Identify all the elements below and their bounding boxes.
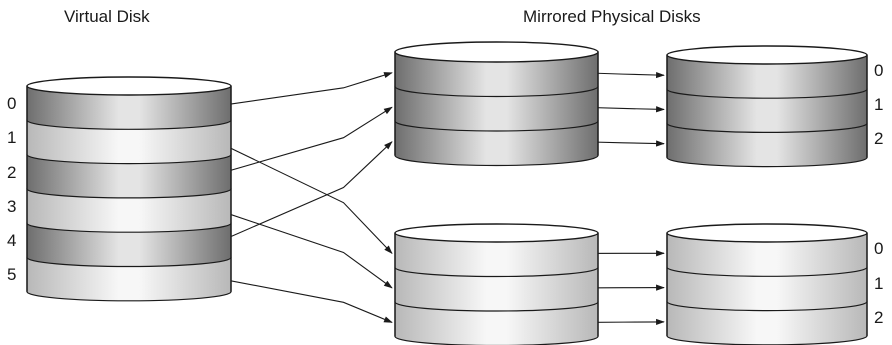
disk-stripe-band xyxy=(26,222,232,268)
mirrored-disks-title: Mirrored Physical Disks xyxy=(523,7,701,26)
disk-top-surface xyxy=(394,41,599,63)
virtual-disk-cylinder xyxy=(26,76,232,302)
bottom-mirror-stripe-label: 1 xyxy=(874,274,883,293)
disk-stripe-band xyxy=(394,85,599,132)
mapping-arrow xyxy=(214,208,393,289)
bottom-mirror-stripe-label: 2 xyxy=(874,308,883,327)
virtual-stripe-label: 0 xyxy=(7,94,16,113)
virtual-stripe-label: 4 xyxy=(7,231,16,250)
mapping-arrow xyxy=(214,72,393,107)
disk-top-surface xyxy=(666,223,868,243)
virtual-stripe-label: 1 xyxy=(7,128,16,147)
disk-top-surface xyxy=(666,45,868,65)
bottom-mirror-disk xyxy=(666,223,868,345)
disk-stripe-band xyxy=(666,122,868,168)
disk-stripe-band xyxy=(394,232,599,278)
disk-stripe-band xyxy=(26,256,232,302)
virtual-stripe-label: 2 xyxy=(7,163,16,182)
disk-stripe-band xyxy=(26,154,232,199)
top-mirror-stripe-label: 0 xyxy=(874,61,883,80)
mapping-arrow xyxy=(214,106,393,176)
disk-stripe-band xyxy=(394,51,599,98)
disk-stripe-band xyxy=(666,232,868,277)
top-mirror-disk xyxy=(666,45,868,168)
top-primary-disk xyxy=(394,41,599,167)
disk-stripe-band xyxy=(394,301,599,345)
disk-stripe-band xyxy=(666,88,868,133)
virtual-disk-title: Virtual Disk xyxy=(64,7,150,26)
disk-stripe-band xyxy=(394,266,599,312)
disk-stripe-band xyxy=(26,85,232,130)
disk-stripe-band xyxy=(394,120,599,167)
virtual-stripe-label: 5 xyxy=(7,265,16,284)
top-mirror-stripe-label: 1 xyxy=(874,95,883,114)
disk-stripe-band xyxy=(666,266,868,312)
disk-top-surface xyxy=(394,223,599,243)
disk-stripe-band xyxy=(666,54,868,99)
mapping-arrow xyxy=(214,141,393,245)
bottom-primary-disk xyxy=(394,223,599,345)
disk-stripe-band xyxy=(26,119,232,165)
bottom-mirror-stripe-label: 0 xyxy=(874,239,883,258)
mapping-arrow xyxy=(214,277,393,323)
mapping-arrow xyxy=(214,140,393,255)
virtual-stripe-label: 3 xyxy=(7,197,16,216)
disk-stripe-band xyxy=(26,188,232,233)
disk-top-surface xyxy=(26,76,232,96)
top-mirror-stripe-label: 2 xyxy=(874,129,883,148)
